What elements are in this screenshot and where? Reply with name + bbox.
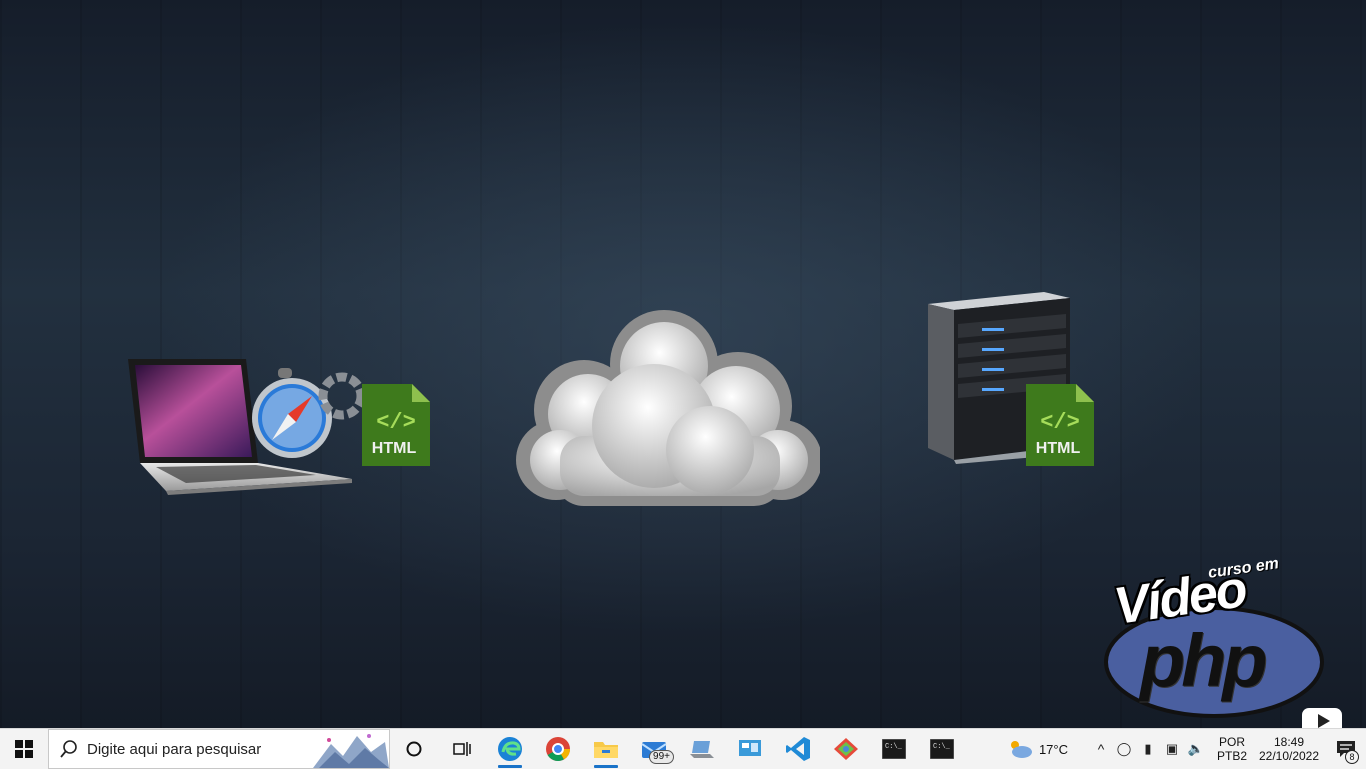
notification-center-button[interactable]: 8 xyxy=(1326,729,1366,769)
laptop-app-icon xyxy=(690,741,714,758)
windows-logo-icon xyxy=(15,740,33,758)
weather-temperature: 17°C xyxy=(1038,741,1068,757)
taskbar-search-box[interactable]: Digite aqui para pesquisar xyxy=(48,729,390,769)
battery-icon[interactable]: ▮ xyxy=(1144,741,1152,756)
mail-unread-badge: 99+ xyxy=(649,750,674,764)
laptop-icon xyxy=(128,359,352,495)
network-icon[interactable]: ▣ xyxy=(1165,741,1179,756)
edge-icon xyxy=(498,737,522,761)
task-view-button[interactable] xyxy=(438,729,486,769)
logo-php: php xyxy=(1140,619,1268,702)
svg-text:C:\_: C:\_ xyxy=(885,743,903,751)
git-kraken-icon xyxy=(834,738,858,760)
curso-em-video-php-logo: curso em Vídeo php xyxy=(1104,555,1328,724)
chrome-icon xyxy=(546,737,570,762)
taskbar-file-explorer[interactable] xyxy=(582,729,630,769)
taskbar-chrome[interactable] xyxy=(534,729,582,769)
taskbar-laptop-app[interactable] xyxy=(678,729,726,769)
taskbar-edge[interactable] xyxy=(486,729,534,769)
weather-widget[interactable]: 17°C xyxy=(1007,739,1068,759)
start-button[interactable] xyxy=(0,729,48,769)
clock[interactable]: 18:49 22/10/2022 xyxy=(1252,735,1326,763)
taskbar-control-panel[interactable] xyxy=(726,729,774,769)
html-file-icon-server: </> HTML xyxy=(1026,384,1094,466)
taskbar-terminal-2[interactable]: C:\_ xyxy=(918,729,966,769)
clock-date: 22/10/2022 xyxy=(1258,749,1320,763)
notification-count: 8 xyxy=(1345,750,1359,764)
taskbar-terminal-1[interactable]: C:\_ xyxy=(870,729,918,769)
task-view-icon xyxy=(453,742,471,756)
taskbar: Digite aqui para pesquisar xyxy=(0,728,1366,769)
cloud-icon xyxy=(516,310,820,506)
language-layout: PTB2 xyxy=(1216,749,1247,763)
svg-text:</>: </> xyxy=(1040,410,1080,435)
meet-now-icon[interactable]: ◯ xyxy=(1116,741,1132,756)
terminal-icon: C:\_ xyxy=(930,739,954,759)
cortana-circle-icon xyxy=(406,741,422,757)
volume-icon[interactable]: 🔈 xyxy=(1187,741,1205,756)
language-indicator[interactable]: POR PTB2 xyxy=(1212,735,1252,763)
control-panel-icon xyxy=(739,740,761,756)
search-icon xyxy=(60,740,77,758)
terminal-icon: C:\_ xyxy=(882,739,906,759)
weather-cloudy-icon xyxy=(1010,741,1032,758)
html-badge-label: HTML xyxy=(1035,440,1081,457)
clock-time: 18:49 xyxy=(1273,735,1305,749)
html-file-icon-client: </> HTML xyxy=(362,384,430,466)
vscode-icon xyxy=(786,737,810,761)
loading-spinner-icon xyxy=(318,372,366,420)
html-badge-label: HTML xyxy=(371,440,417,457)
video-frame: </> HTML xyxy=(0,0,1366,728)
safari-compass-icon xyxy=(252,368,332,458)
search-highlight-icon xyxy=(313,734,389,768)
language-primary: POR xyxy=(1218,735,1245,749)
search-placeholder: Digite aqui para pesquisar xyxy=(87,740,262,758)
svg-text:</>: </> xyxy=(376,410,416,435)
youtube-play-icon[interactable] xyxy=(1302,708,1342,728)
taskbar-mail[interactable]: 99+ xyxy=(630,729,678,769)
taskbar-git-app[interactable] xyxy=(822,729,870,769)
system-tray: 17°C ^ ◯ ▮ ▣ 🔈 POR PTB2 18:49 22/10/2022… xyxy=(1007,729,1366,769)
cortana-button[interactable] xyxy=(390,729,438,769)
svg-text:C:\_: C:\_ xyxy=(933,743,951,751)
taskbar-vscode[interactable] xyxy=(774,729,822,769)
folder-icon xyxy=(594,742,618,758)
chevron-up-icon[interactable]: ^ xyxy=(1097,741,1105,757)
